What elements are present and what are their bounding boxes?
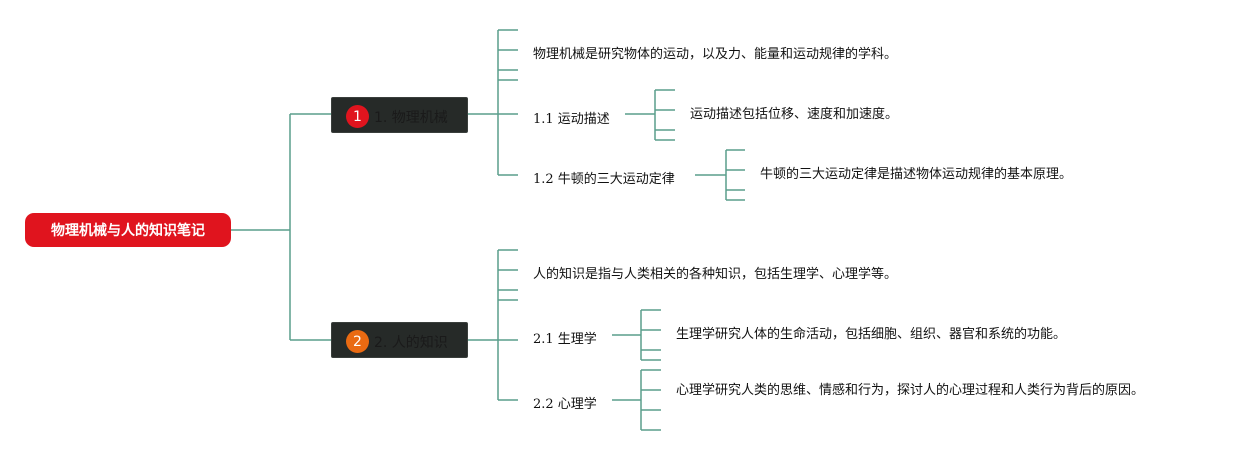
subtopic-node[interactable]: 1.1 运动描述	[533, 108, 610, 127]
subtopic-node[interactable]: 2.2 心理学	[533, 393, 597, 412]
branch-node-human-knowledge[interactable]: 2 2. 人的知识	[331, 322, 468, 358]
branch-number-badge: 2	[346, 330, 369, 353]
subtopic-label: 2.2 心理学	[533, 397, 597, 412]
subtopic-detail: 运动描述包括位移、速度和加速度。	[690, 107, 899, 122]
branch-label: 2. 人的知识	[374, 335, 448, 351]
subtopic-detail: 牛顿的三大运动定律是描述物体运动规律的基本原理。	[760, 167, 1073, 182]
branch-description: 物理机械是研究物体的运动，以及力、能量和运动规律的学科。	[533, 47, 898, 62]
root-title: 物理机械与人的知识笔记	[51, 223, 205, 239]
subtopic-label: 1.1 运动描述	[533, 112, 610, 127]
subtopic-label: 1.2 牛顿的三大运动定律	[533, 172, 675, 187]
branch-label: 1. 物理机械	[374, 110, 448, 126]
subtopic-label: 2.1 生理学	[533, 332, 597, 347]
branch-description: 人的知识是指与人类相关的各种知识，包括生理学、心理学等。	[533, 267, 898, 282]
subtopic-node[interactable]: 2.1 生理学	[533, 328, 597, 347]
branch-node-physics[interactable]: 1 1. 物理机械	[331, 97, 468, 133]
branch-number-badge: 1	[346, 105, 369, 128]
subtopic-detail: 心理学研究人类的思维、情感和行为，探讨人的心理过程和人类行为背后的原因。	[676, 383, 1145, 398]
root-node[interactable]: 物理机械与人的知识笔记	[25, 213, 231, 247]
subtopic-node[interactable]: 1.2 牛顿的三大运动定律	[533, 168, 675, 187]
subtopic-detail: 生理学研究人体的生命活动，包括细胞、组织、器官和系统的功能。	[676, 327, 1067, 342]
